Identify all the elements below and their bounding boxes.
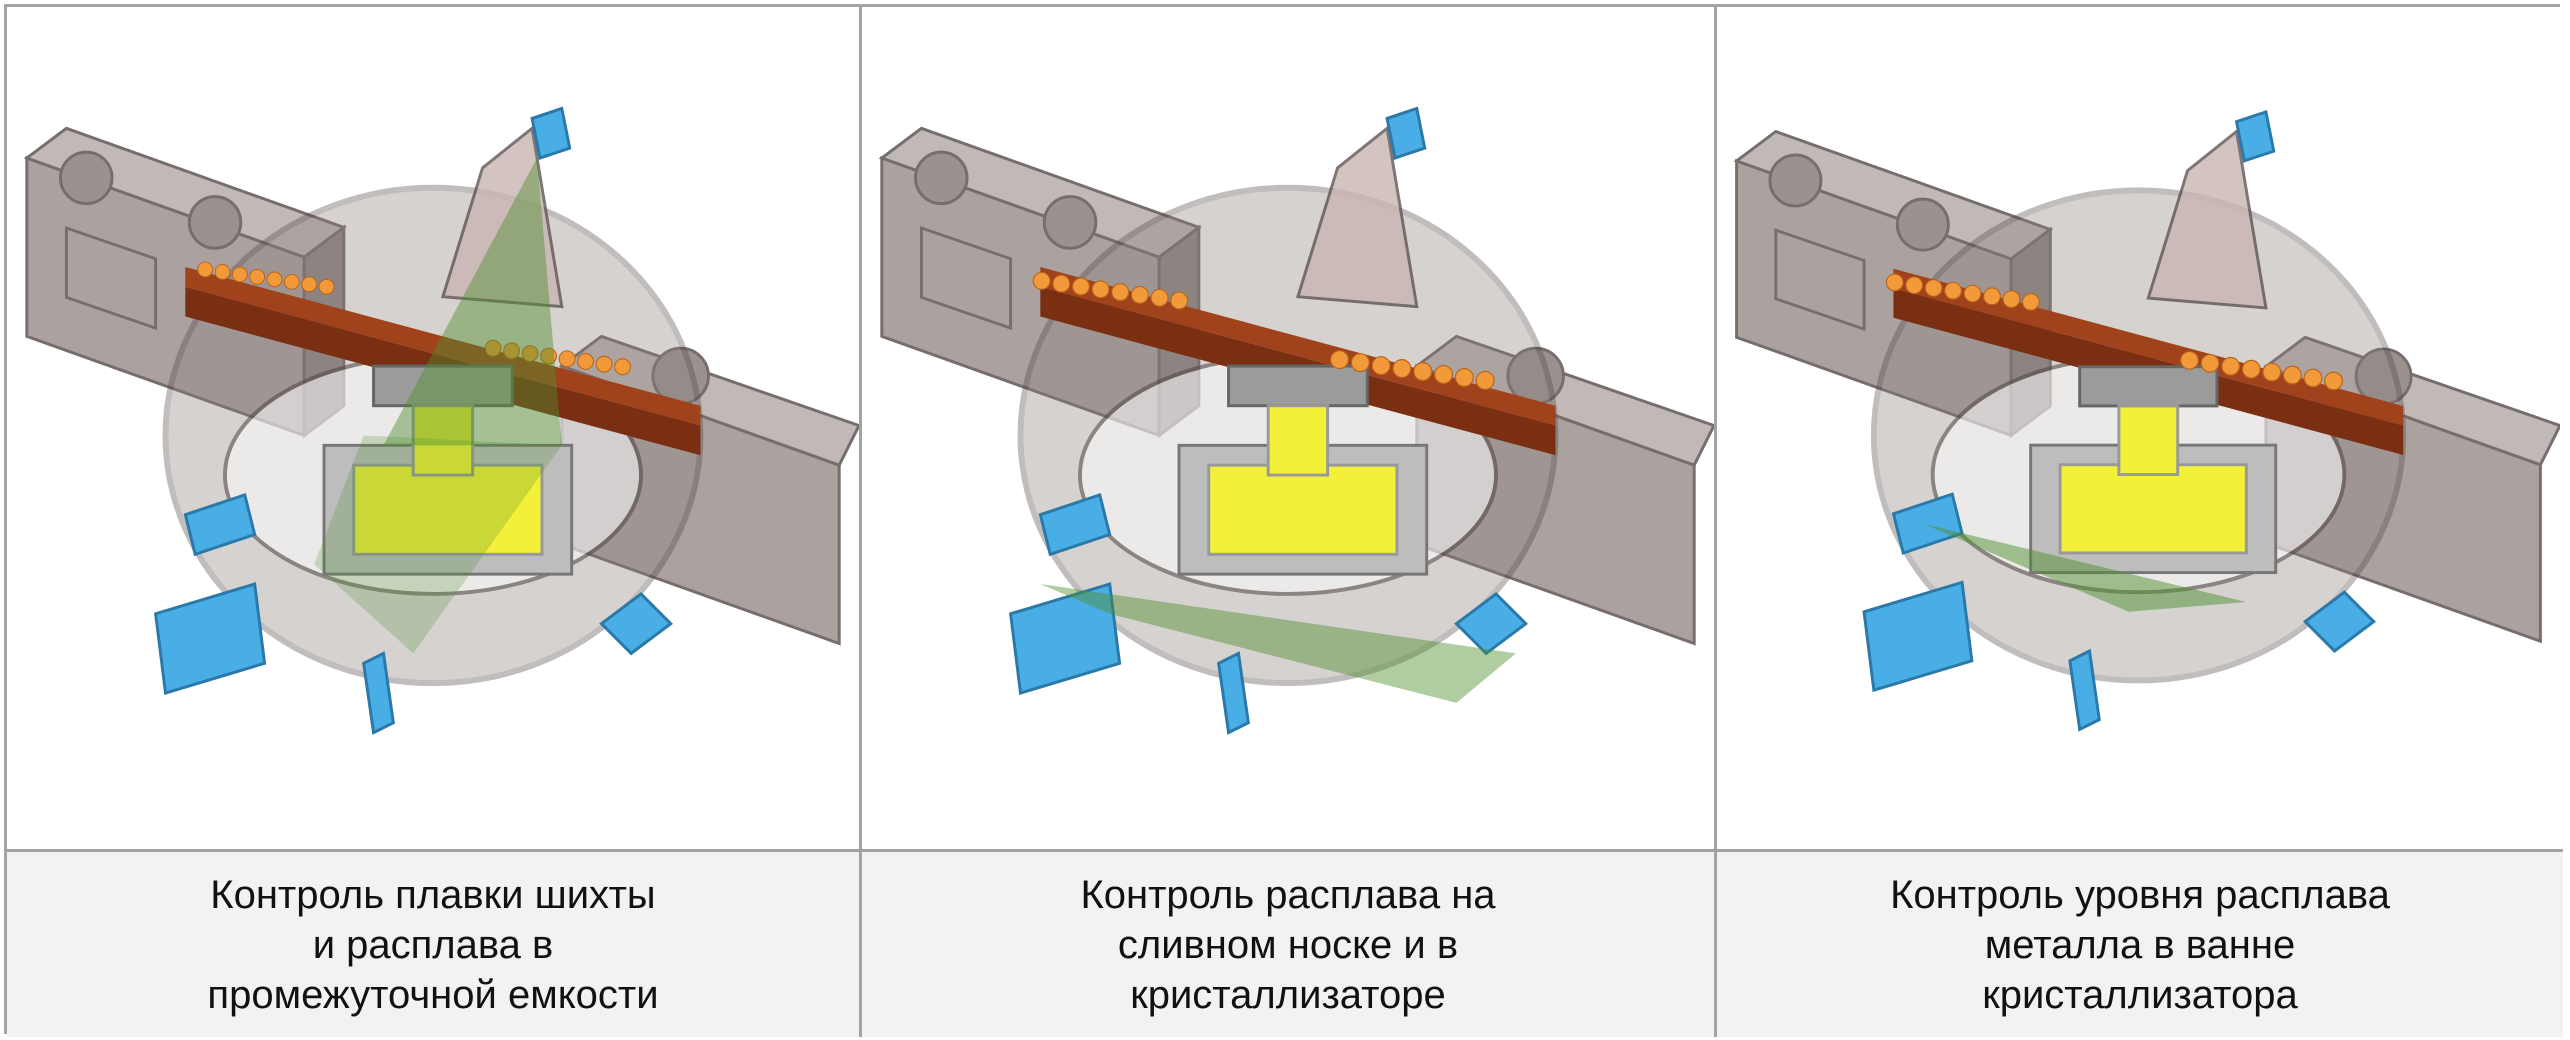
panel-2-diagram: [862, 7, 1717, 852]
panel-3-caption: Контроль уровня расплава металла в ванне…: [1717, 852, 2563, 1037]
panel-2-caption: Контроль расплава на сливном носке и в к…: [862, 852, 1717, 1037]
caption-line: Контроль уровня расплава: [1890, 872, 2390, 917]
caption-line: промежуточной емкости: [207, 972, 659, 1017]
measurement-beam: [1040, 584, 1516, 703]
furnace-illustration-1: [7, 7, 859, 849]
caption-line: кристаллизаторе: [1130, 972, 1446, 1017]
panel-1-diagram: [7, 7, 862, 852]
panel-1-caption: Контроль плавки шихты и расплава в проме…: [7, 852, 862, 1037]
furnace-illustration-2: [862, 7, 1714, 849]
caption-line: и расплава в: [312, 922, 554, 967]
caption-line: металла в ванне: [1984, 922, 2296, 967]
measurement-beam: [383, 158, 562, 446]
furnace-illustration-3: [1717, 7, 2560, 849]
panel-3-diagram: [1717, 7, 2563, 852]
figure-grid: Контроль плавки шихты и расплава в проме…: [4, 4, 2563, 1037]
measurement-beam: [1922, 523, 2247, 612]
caption-line: кристаллизатора: [1982, 972, 2298, 1017]
caption-line: Контроль плавки шихты: [210, 872, 656, 917]
caption-line: Контроль расплава на: [1080, 872, 1496, 917]
caption-line: сливном носке и в: [1117, 922, 1459, 967]
